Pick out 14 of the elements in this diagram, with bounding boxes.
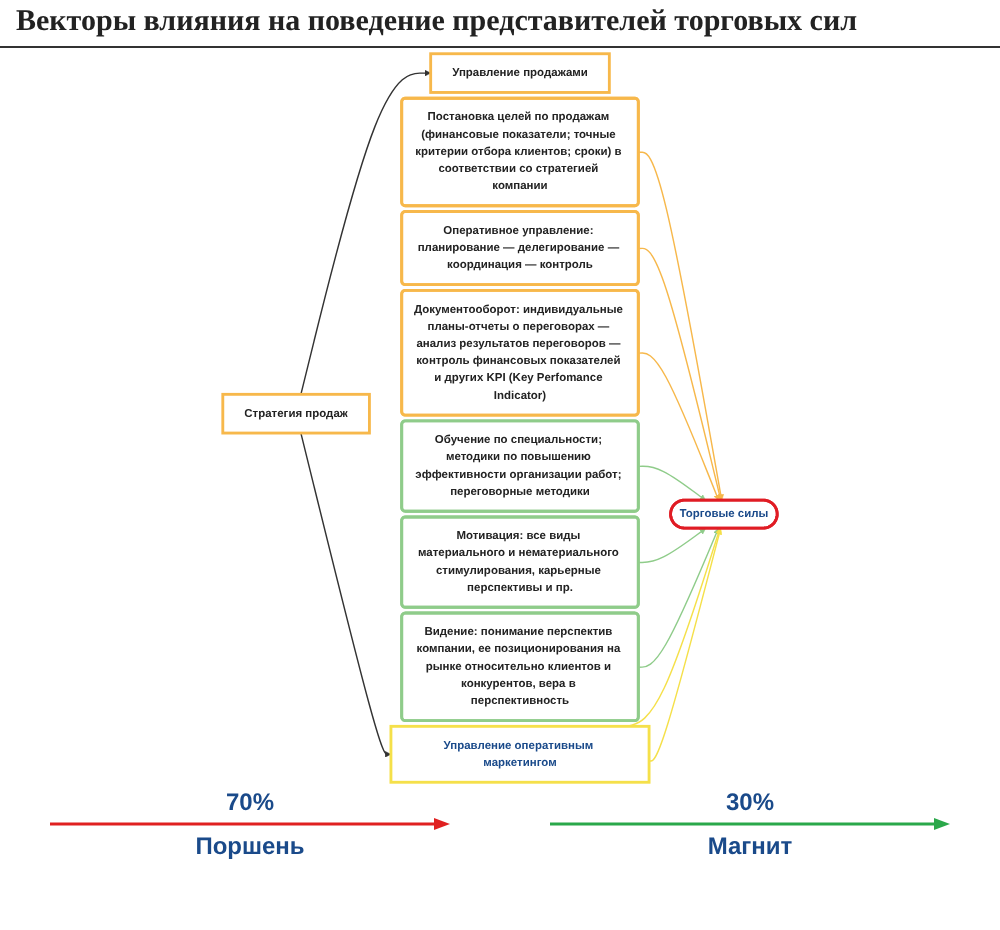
note: Магнит (707, 832, 793, 860)
note: 70% (225, 788, 275, 816)
note: 30% (725, 788, 775, 816)
arrow (637, 352, 720, 501)
arrow (637, 465, 706, 501)
title: Векторы влияния на поведение представителей торговых сил (0, 0, 1000, 48)
arrow (637, 528, 720, 668)
arrow (648, 528, 723, 762)
note: Поршень (195, 832, 305, 860)
arrow (300, 432, 392, 758)
arrow (637, 247, 723, 501)
arrow (637, 528, 706, 564)
arrow (637, 151, 724, 501)
arrow (300, 69, 431, 396)
